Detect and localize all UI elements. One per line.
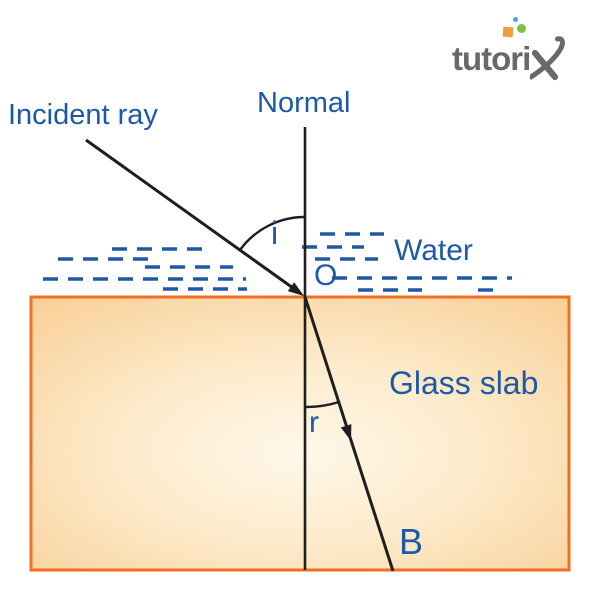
incident-ray-arrowhead — [287, 282, 304, 296]
angle-r-label: r — [309, 406, 319, 439]
glass-slab-label: Glass slab — [389, 365, 539, 401]
angle-i-arc — [239, 215, 306, 251]
incident-ray-line — [85, 138, 301, 295]
angle-i-label: i — [271, 215, 279, 251]
logo-green-dot — [517, 24, 526, 33]
point-o-label: O — [314, 259, 338, 292]
logo-x-glyph — [530, 36, 566, 81]
refracted-ray-arrowhead — [340, 424, 352, 441]
water-label: Water — [394, 234, 473, 267]
tutorix-logo: tutori — [448, 14, 596, 81]
incident-ray-label: Incident ray — [8, 99, 158, 131]
point-b-label: B — [399, 521, 424, 562]
logo-text: tutori — [452, 40, 531, 77]
logo-blue-dot — [513, 17, 518, 22]
water-dashes — [43, 232, 512, 292]
normal-label: Normal — [257, 87, 351, 119]
glass-slab-rect — [29, 295, 571, 572]
angle-r-arc — [304, 400, 340, 409]
